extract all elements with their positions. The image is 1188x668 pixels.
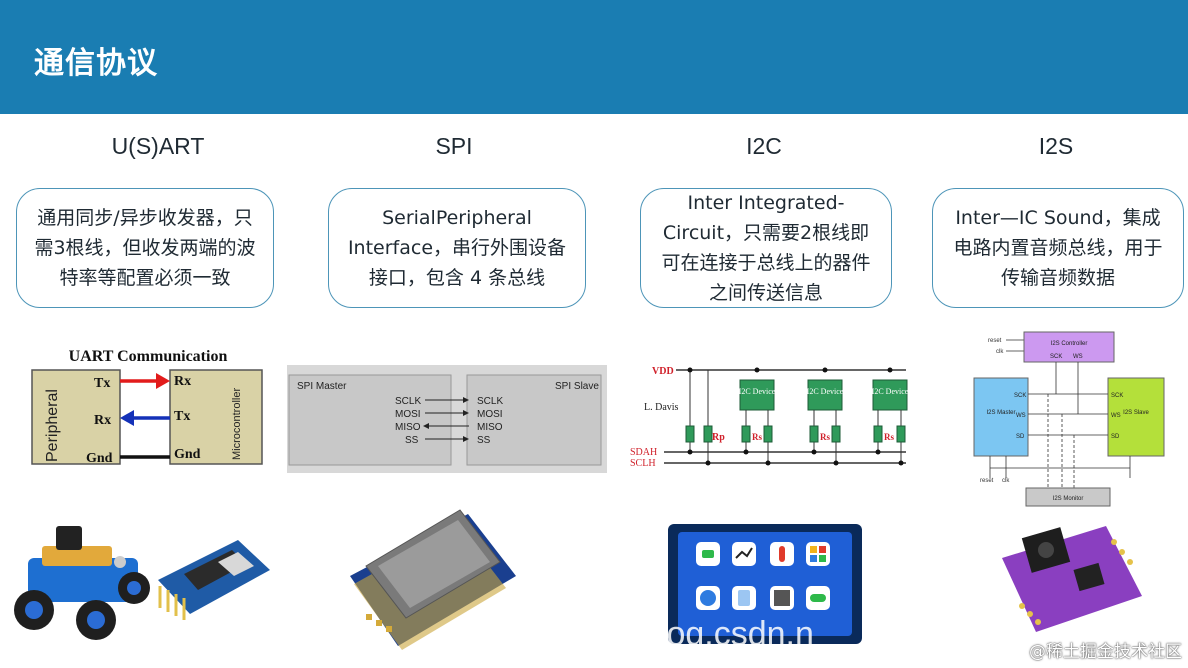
app-icon-grid xyxy=(696,542,830,610)
i2s-master-label: I2S Master xyxy=(986,410,1015,416)
spi-photo-tft-lcd-module xyxy=(350,509,516,650)
i2c-photo-touch-screen xyxy=(668,524,862,644)
i2c-rs-label-1: Rs xyxy=(752,432,762,442)
i2s-diagram: reset clk I2S Controller SCK WS I2S Mast… xyxy=(973,331,1165,507)
uart-diagram: UART Communication Peripheral Microcontr… xyxy=(31,348,263,466)
uart-pin-right-tx: Tx xyxy=(174,409,190,424)
desc-text-uart: 通用同步/异步收发器，只需3根线，但收发两端的波特率等配置必须一致 xyxy=(34,207,256,289)
i2c-vdd-label: VDD xyxy=(652,366,674,377)
spi-signal-lines xyxy=(423,397,469,442)
i2s-controller-label: I2S Controller xyxy=(1051,341,1088,347)
i2s-master-sck: SCK xyxy=(1014,393,1026,399)
uart-peripheral-label: Peripheral xyxy=(44,389,61,462)
page-title: 通信协议 xyxy=(34,46,158,81)
i2s-controller-box xyxy=(1023,331,1115,363)
column-title-spi: SPI xyxy=(435,133,473,159)
header-bar: 通信协议 xyxy=(0,0,1188,114)
uart-pin-left-rx: Rx xyxy=(94,413,111,428)
desc-box-i2s: Inter—IC Sound，集成电路内置音频总线，用于传输音频数据 xyxy=(932,188,1184,308)
i2s-clk-bottom: clk xyxy=(1002,478,1010,484)
uart-microcontroller-box xyxy=(169,369,263,465)
uart-heading: UART Communication xyxy=(69,348,228,365)
i2c-device-3-label: I2C Device xyxy=(872,387,909,396)
i2s-monitor-box xyxy=(1025,487,1111,507)
desc-text-spi: SerialPeripheral Interface，串行外围设备接口，包含 4… xyxy=(347,207,567,289)
i2c-device-1: I2C Device Rs xyxy=(739,379,776,463)
i2s-slave-sd: SD xyxy=(1111,434,1120,440)
uart-microcontroller-label: Microcontroller xyxy=(231,388,243,460)
i2c-author-label: L. Davis xyxy=(644,402,679,413)
i2s-reset-top: reset xyxy=(988,338,1002,344)
uart-pin-left-tx: Tx xyxy=(94,376,110,391)
column-title-i2s: I2S xyxy=(1038,133,1074,159)
desc-box-spi: SerialPeripheral Interface，串行外围设备接口，包含 4… xyxy=(328,188,586,308)
watermark-faint: blog.csdn.n xyxy=(640,615,814,653)
i2s-slave-box xyxy=(1107,377,1165,457)
watermark: @稀土掘金技术社区 xyxy=(1029,642,1182,662)
spi-master-mosi: MOSI xyxy=(395,409,421,420)
desc-box-i2c: Inter Integrated-Circuit，只需要2根线即可在连接于总线上… xyxy=(640,188,892,308)
spi-slave-sclk: SCLK xyxy=(477,396,503,407)
uart-photo-robot-car-and-bluetooth-module xyxy=(14,526,270,640)
spi-master-box xyxy=(288,374,452,466)
i2c-device-2-label: I2C Device xyxy=(807,387,844,396)
i2s-slave-ws: WS xyxy=(1111,413,1121,419)
column-title-uart: U(S)ART xyxy=(111,133,205,159)
uart-pin-right-gnd: Gnd xyxy=(174,447,201,462)
i2c-diagram: VDD L. Davis SDAH SCLH Rp I2C Device Rs … xyxy=(630,366,909,469)
spi-slave-box xyxy=(466,374,602,466)
i2c-rs-label-3: Rs xyxy=(884,432,894,442)
spi-master-ss: SS xyxy=(405,435,419,446)
spi-master-sclk: SCLK xyxy=(395,396,421,407)
i2s-slave-label: I2S Slave xyxy=(1123,410,1149,416)
i2c-device-2: I2C Device Rs xyxy=(807,379,844,463)
i2s-slave-sck: SCK xyxy=(1111,393,1123,399)
i2c-sda-label: SDAH xyxy=(630,447,657,458)
i2c-scl-label: SCLH xyxy=(630,458,656,469)
i2s-reset-bottom: reset xyxy=(980,478,994,484)
spi-master-label: SPI Master xyxy=(297,381,347,392)
i2c-device-3: I2C Device Rs xyxy=(872,379,909,463)
spi-master-miso: MISO xyxy=(395,422,421,433)
robot-car-image xyxy=(14,526,150,640)
i2s-master-ws: WS xyxy=(1016,413,1026,419)
spi-slave-label: SPI Slave xyxy=(555,381,599,392)
i2s-photo-audio-module xyxy=(1002,526,1142,632)
i2s-controller-sck: SCK xyxy=(1050,354,1062,360)
i2c-junction-dots xyxy=(687,367,904,466)
spi-slave-ss: SS xyxy=(477,435,491,446)
i2s-clk-top: clk xyxy=(996,349,1004,355)
desc-text-i2s: Inter—IC Sound，集成电路内置音频总线，用于传输音频数据 xyxy=(953,207,1163,289)
spi-diagram: SPI Master SPI Slave SCLK MOSI MISO SS S… xyxy=(287,365,607,473)
spi-slave-mosi: MOSI xyxy=(477,409,503,420)
bluetooth-module-image xyxy=(158,540,270,620)
i2s-bus-lines xyxy=(989,362,1131,488)
desc-text-i2c: Inter Integrated-Circuit，只需要2根线即可在连接于总线上… xyxy=(661,192,871,304)
i2s-controller-ws: WS xyxy=(1073,354,1083,360)
uart-peripheral-box xyxy=(31,369,121,465)
i2s-master-box xyxy=(973,377,1029,457)
i2c-rs-label-2: Rs xyxy=(820,432,830,442)
column-title-i2c: I2C xyxy=(746,133,782,159)
uart-rx-arrow xyxy=(120,410,134,426)
i2c-device-1-label: I2C Device xyxy=(739,387,776,396)
i2c-pullup-resistors: Rp xyxy=(685,370,725,463)
i2c-rp-label: Rp xyxy=(712,432,725,443)
desc-box-uart: 通用同步/异步收发器，只需3根线，但收发两端的波特率等配置必须一致 xyxy=(16,188,274,308)
uart-pin-left-gnd: Gnd xyxy=(86,451,113,466)
spi-slave-miso: MISO xyxy=(477,422,503,433)
i2s-monitor-label: I2S Monitor xyxy=(1053,496,1084,502)
i2s-master-sd: SD xyxy=(1016,434,1025,440)
uart-tx-arrow xyxy=(156,373,170,389)
uart-pin-right-rx: Rx xyxy=(174,374,191,389)
